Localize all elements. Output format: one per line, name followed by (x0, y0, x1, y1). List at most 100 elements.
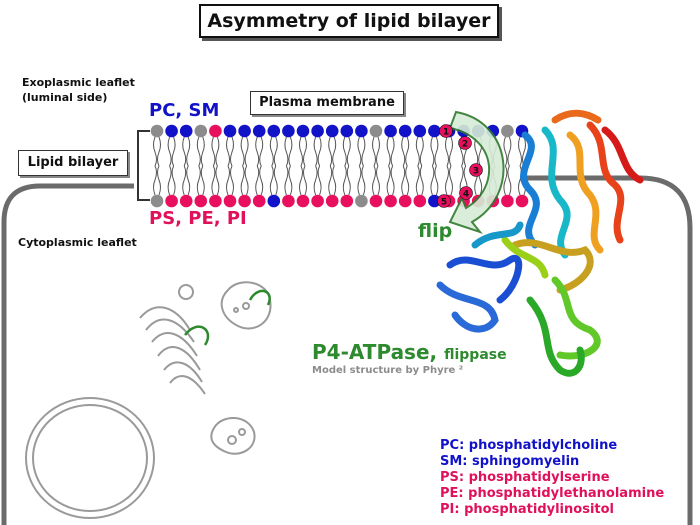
cytoplasmic-label: Cytoplasmic leaflet (18, 236, 137, 249)
lipid-head (384, 124, 397, 138)
lipid-tail (226, 136, 234, 167)
lipid-tail (255, 165, 264, 196)
lipid-tails (153, 136, 526, 196)
lipid-head (311, 194, 324, 208)
lipid-tail (196, 165, 205, 196)
legend-item: PI: phosphatidylinositol (440, 502, 614, 517)
lipid-head (179, 124, 193, 138)
lipid-tail (211, 165, 220, 196)
lipid-head (209, 194, 222, 208)
atpase-label: P4-ATPase, flippase (312, 340, 507, 364)
step-marker (458, 136, 472, 150)
exoplasmic-label-line2: (luminal side) (22, 91, 108, 104)
plasma-membrane-label: Plasma membrane (250, 91, 404, 115)
lipid-head (413, 124, 427, 138)
lipid-tail (401, 136, 410, 167)
lipid-tail (313, 136, 322, 167)
lipid-head (325, 194, 339, 208)
lipid-head (209, 124, 222, 138)
cell-outline (1, 175, 693, 525)
lipid-tail (518, 136, 526, 167)
lipid-tail (445, 165, 453, 196)
lipid-head (282, 194, 295, 208)
lipid-head (311, 124, 324, 138)
lipid-tail (503, 165, 512, 196)
lipid-tail (342, 136, 351, 167)
lipid-tail (167, 136, 176, 167)
lipid-tail (284, 165, 293, 196)
flip-arrow (448, 110, 505, 235)
lipid-head (296, 124, 310, 138)
outer-lipids-label: PC, SM (149, 100, 220, 121)
lipid-tail (153, 136, 161, 167)
lipid-bilayer-label: Lipid bilayer (18, 150, 128, 176)
step-number: 2 (462, 140, 468, 150)
lipid-head (325, 124, 339, 138)
lipid-head (282, 124, 295, 138)
legend-item: PE: phosphatidylethanolamine (440, 486, 665, 501)
lipid-head (238, 194, 251, 208)
exoplasmic-label: Exoplasmic leaflet (luminal side) (22, 75, 135, 105)
lipid-head (194, 194, 208, 208)
lipid-tail (401, 165, 410, 196)
flippase-name: flippase (444, 347, 507, 363)
lipid-head (179, 194, 193, 208)
lipid-tail (182, 136, 191, 167)
diagram-title: Asymmetry of lipid bilayer (199, 4, 499, 38)
endosome (220, 281, 272, 330)
lipid-head (369, 194, 383, 208)
lipid-tail (342, 165, 351, 196)
lipid-head (252, 124, 266, 138)
lipid-head (223, 194, 237, 208)
legend-item: PC: phosphatidylcholine (440, 438, 618, 453)
lipid-tail (313, 165, 322, 196)
lipid-head (340, 124, 354, 138)
lipid-tail (211, 136, 220, 167)
lipid-head (398, 124, 412, 138)
lipid-head (501, 124, 514, 138)
lipid-head (369, 124, 383, 138)
flip-label: flip (418, 220, 453, 242)
vesicle (178, 284, 194, 300)
step-marker (469, 163, 483, 177)
lipid-tail (415, 136, 424, 167)
lipid-tail (503, 136, 512, 167)
inner-lipids-label: PS, PE, PI (149, 208, 247, 229)
lipid-tail (372, 165, 380, 196)
lipid-tail (328, 165, 337, 196)
lipid-tail (255, 136, 264, 167)
endosome-flip-arrow (248, 289, 271, 306)
lipid-tail (284, 136, 293, 167)
step-number: 4 (463, 190, 469, 200)
lipid-head (238, 124, 251, 138)
exoplasmic-label-line1: Exoplasmic leaflet (22, 76, 135, 89)
lysosome (210, 417, 256, 455)
lipid-head (501, 194, 514, 208)
lipid-head (165, 194, 178, 208)
lipid-head (355, 194, 368, 208)
model-credit: Model structure by Phyre ² (312, 365, 464, 376)
lipid-head (150, 124, 164, 138)
lipid-tail (415, 165, 424, 196)
lipid-tail (445, 136, 453, 167)
lipid-tail (269, 165, 278, 196)
protein-structure (436, 109, 644, 377)
lipid-tail (226, 165, 234, 196)
bilayer-bracket (137, 130, 150, 201)
lipid-head (398, 194, 412, 208)
lipid-head (267, 194, 281, 208)
lipid-tail (167, 165, 176, 196)
step-marker (459, 186, 473, 200)
lipid-head (267, 124, 281, 138)
step-marker (439, 124, 453, 138)
lipid-tail (386, 165, 395, 196)
lipid-head (355, 124, 368, 138)
lipid-head (296, 194, 310, 208)
lipid-head (413, 194, 427, 208)
lipid-head (515, 194, 529, 208)
lipid-head (223, 124, 237, 138)
lipid-tail (299, 136, 307, 167)
lipid-tail (240, 136, 249, 167)
atpase-name: P4-ATPase, (312, 340, 438, 364)
